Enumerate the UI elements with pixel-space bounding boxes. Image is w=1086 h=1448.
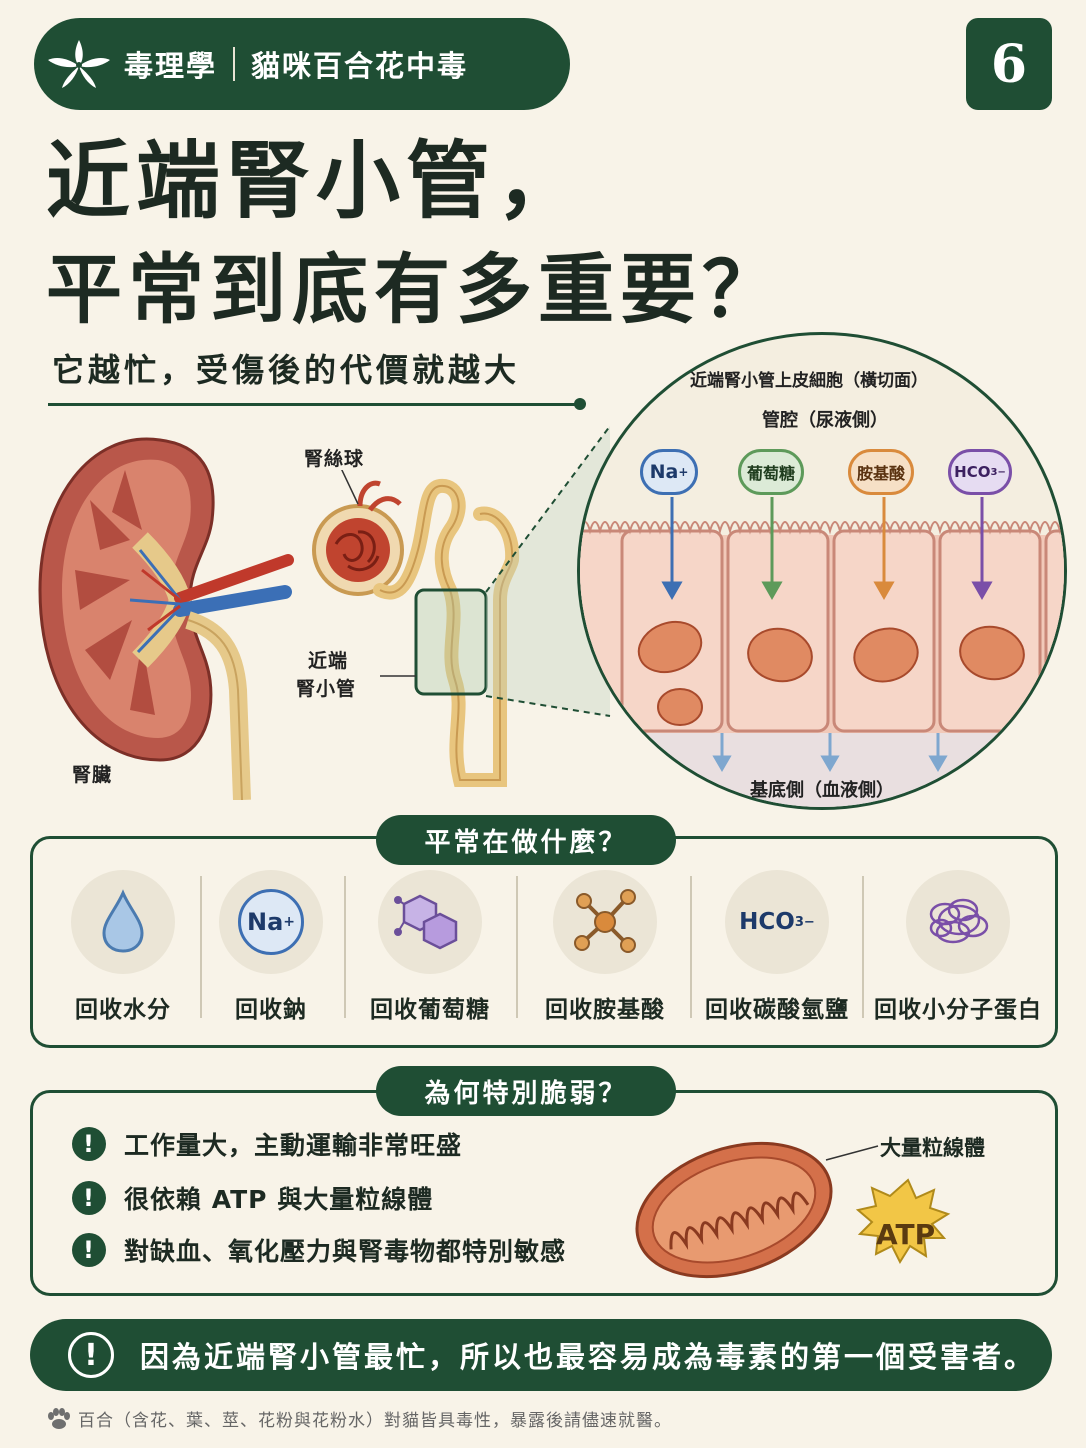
kidney-label: 腎臟 [72,764,113,786]
zoom-connector [485,425,611,717]
functions-heading: 平常在做什麼？ [376,815,676,865]
nephron-illustration [312,470,520,787]
vulnerability-point: ! 工作量大，主動運輸非常旺盛 [72,1126,462,1162]
function-item-water: 回收水分 [38,870,208,1024]
glucose-molecule-icon [378,870,482,974]
vulnerability-point: ! 很依賴 ATP 與大量粒線體 [72,1180,433,1216]
proximal-tubule-label-1: 近端 [308,650,349,672]
function-item-sodium: Na+ 回收鈉 [186,870,356,1024]
function-divider [516,876,518,1018]
vulnerability-point: ! 對缺血、氧化壓力與腎毒物都特別敏感 [72,1232,566,1268]
water-drop-icon [71,870,175,974]
footer-note: 百合（含花、葉、莖、花粉與花粉水）對貓皆具毒性，暴露後請儘速就醫。 [46,1406,672,1431]
exclamation-icon: ! [72,1233,106,1267]
amino-acid-molecule-icon [553,870,657,974]
protein-coil-icon [906,870,1010,974]
mitochondria-label: 大量粒線體 [880,1136,985,1160]
page-title-line1: 近端腎小管， [46,131,587,230]
function-divider [344,876,346,1018]
glucose-badge: 葡萄糖 [738,449,804,495]
proximal-tubule-label-2: 腎小管 [296,678,357,700]
header-divider [233,47,236,81]
kidney-illustration [38,437,294,800]
function-divider [862,876,864,1018]
detail-title: 近端腎小管上皮細胞（橫切面） [690,371,928,391]
sodium-icon: Na+ [219,870,323,974]
function-divider [690,876,692,1018]
conclusion-text: 因為近端腎小管最忙，所以也最容易成為毒素的第一個受害者。 [140,1340,1037,1374]
basal-label: 基底側（血液側） [750,780,894,801]
paw-icon [48,1407,70,1429]
alert-icon: ! [68,1332,114,1378]
function-item-protein: 回收小分子蛋白 [866,870,1050,1024]
exclamation-icon: ! [72,1181,106,1215]
epithelial-cell-detail [577,332,1067,810]
page-title-line2: 平常到底有多重要？ [46,245,784,334]
sodium-badge: Na+ [640,449,698,495]
lily-flower-icon [34,18,124,110]
header-category: 毒理學 [124,49,218,83]
footer-text: 百合（含花、葉、莖、花粉與花粉水）對貓皆具毒性，暴露後請儘速就醫。 [78,1411,672,1431]
subtitle-dot [574,398,586,410]
page-subtitle: 它越忙，受傷後的代價就越大 [52,351,521,389]
header-topic: 貓咪百合花中毒 [251,49,469,83]
conclusion-banner: ! 因為近端腎小管最忙，所以也最容易成為毒素的第一個受害者。 [30,1319,1052,1391]
vulnerability-panel [30,1090,1058,1296]
subtitle-underline [48,403,580,406]
header-bar: 毒理學 貓咪百合花中毒 [34,18,570,110]
glomerulus-label: 腎絲球 [304,448,365,470]
vulnerability-heading: 為何特別脆弱？ [376,1066,676,1116]
amino-acid-badge: 胺基酸 [848,449,914,495]
atp-label: ATP [876,1218,936,1251]
function-item-amino-acid: 回收胺基酸 [520,870,690,1024]
page-number-badge: 6 [966,18,1052,110]
function-divider [200,876,202,1018]
exclamation-icon: ! [72,1127,106,1161]
mitochondria-illustration [635,1141,951,1279]
function-item-glucose: 回收葡萄糖 [345,870,515,1024]
lumen-label: 管腔（尿液側） [762,410,888,431]
